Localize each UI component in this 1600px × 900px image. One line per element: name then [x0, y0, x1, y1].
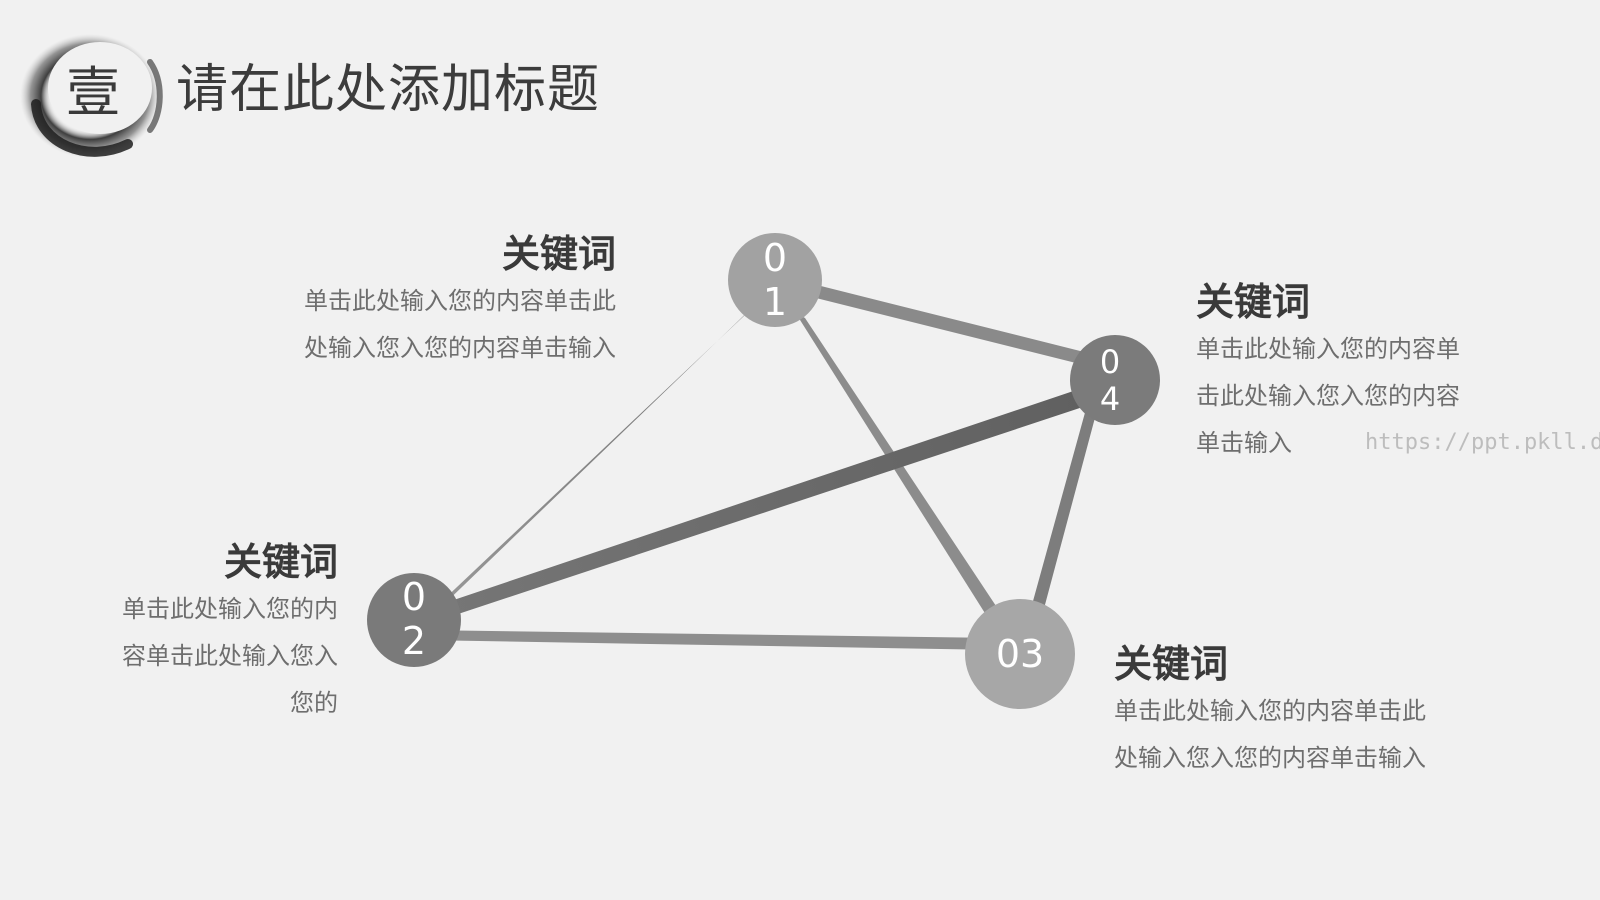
node-02-digit-1: 0	[402, 575, 426, 619]
keyword-description-line: 单击此处输入您的内	[122, 595, 338, 623]
node-01-circle	[728, 233, 822, 327]
keyword-description-line: 处输入您入您的内容单击输入	[1114, 744, 1426, 772]
keyword-heading: 关键词	[501, 232, 616, 276]
keyword-description-line: 容单击此处输入您入	[122, 642, 338, 670]
ink-brush-circle-icon	[20, 34, 163, 158]
keyword-description-line: 单击此处输入您的内容单击此	[1114, 697, 1426, 725]
keyword-block-02: 关键词 单击此处输入您的内 容单击此处输入您入 您的	[80, 538, 338, 727]
node-03-label: 03	[996, 632, 1044, 676]
keyword-block-04: 关键词 单击此处输入您的内容单 击此处输入您入您的内容 单击输入	[1196, 278, 1516, 467]
node-01-digit-2: 1	[763, 280, 787, 324]
node-03-circle	[965, 599, 1075, 709]
edge-01-04	[805, 282, 1112, 372]
keyword-description-line: 单击输入	[1196, 429, 1292, 457]
edge-03-04	[1030, 380, 1104, 616]
keyword-heading: 关键词	[1114, 642, 1229, 686]
node-02-circle	[367, 573, 461, 667]
node-04-digit-2: 4	[1100, 380, 1120, 418]
ink-circle-badge: 壹	[18, 34, 168, 164]
keyword-description-line: 处输入您入您的内容单击输入	[304, 334, 616, 362]
keyword-heading: 关键词	[223, 540, 338, 584]
node-04-circle	[1070, 335, 1160, 425]
keyword-description-line: 击此处输入您入您的内容	[1196, 382, 1460, 410]
badge-character: 壹	[66, 61, 120, 124]
node-02: 0 2	[367, 573, 461, 667]
keyword-heading: 关键词	[1196, 280, 1311, 324]
node-02-digit-2: 2	[402, 619, 426, 663]
keyword-description-line: 单击此处输入您的内容单击此	[304, 287, 616, 315]
keyword-description-line: 单击此处输入您的内容单	[1196, 335, 1460, 363]
watermark-url: https://ppt.pkll.de	[1365, 430, 1600, 455]
node-01: 0 1	[728, 233, 822, 327]
node-01-digit-1: 0	[763, 236, 787, 280]
keyword-block-03: 关键词 单击此处输入您的内容单击此 处输入您入您的内容单击输入	[1114, 640, 1514, 782]
keyword-description-line: 您的	[290, 689, 338, 717]
node-04: 0 4	[1070, 335, 1160, 425]
edge-02-04	[424, 380, 1110, 624]
node-04-digit-1: 0	[1100, 343, 1120, 381]
node-03: 03	[965, 599, 1075, 709]
page-title: 请在此处添加标题	[176, 60, 601, 120]
keyword-block-01: 关键词 单击此处输入您的内容单击此 处输入您入您的内容单击输入	[240, 230, 616, 372]
edge-02-03	[420, 630, 1000, 650]
